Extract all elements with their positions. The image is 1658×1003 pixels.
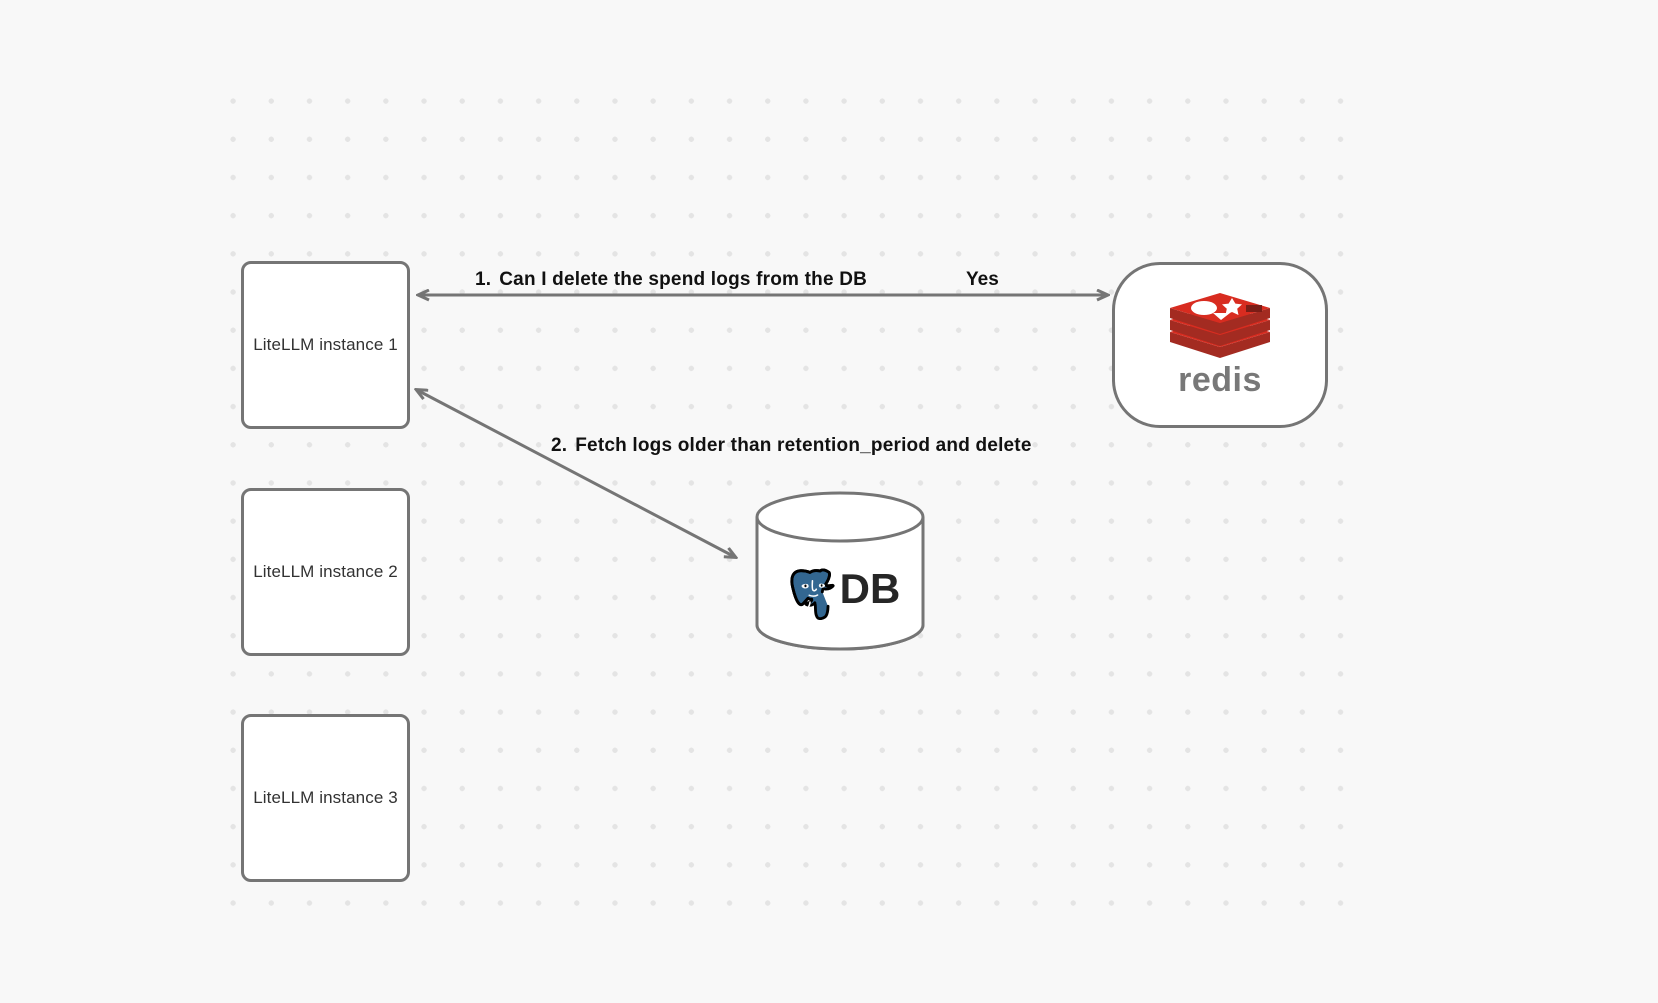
edge-1-text: Can I delete the spend logs from the DB — [499, 269, 868, 290]
edge-1-step-number: 1. — [475, 269, 492, 290]
node-label: LiteLLM instance 1 — [253, 335, 398, 354]
postgresql-elephant-icon — [790, 568, 835, 620]
node-redis[interactable]: redis — [1112, 262, 1328, 428]
node-litellm-instance-2[interactable]: LiteLLM instance 2 — [241, 488, 410, 656]
node-litellm-instance-3[interactable]: LiteLLM instance 3 — [241, 714, 410, 882]
edge-1-label: 1. Can I delete the spend logs from the D… — [475, 269, 867, 291]
node-label: LiteLLM instance 3 — [253, 788, 398, 807]
edge-2-text: Fetch logs older than retention_period a… — [575, 435, 1032, 456]
redis-wordmark-text: redis — [1178, 361, 1262, 399]
edge-1-reply-label: Yes — [966, 269, 999, 290]
database-label: DB — [839, 565, 901, 612]
database-cylinder-shape — [755, 491, 925, 651]
edge-2-label: 2. Fetch logs older than retention_period… — [551, 435, 1032, 457]
node-label: LiteLLM instance 2 — [253, 562, 398, 581]
redis-logo-icon — [1170, 293, 1270, 358]
edge-2-step-number: 2. — [551, 435, 568, 456]
database-logo-group: DB — [754, 543, 926, 635]
node-postgres-db[interactable]: DB — [754, 491, 926, 651]
node-litellm-instance-1[interactable]: LiteLLM instance 1 — [241, 261, 410, 429]
svg-text:redis: redis — [1178, 361, 1262, 399]
